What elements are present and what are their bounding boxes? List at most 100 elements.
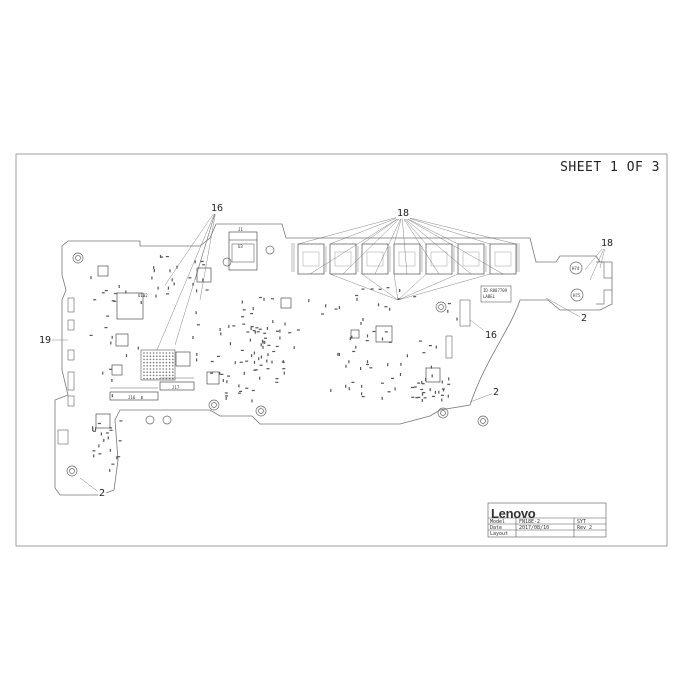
smd-part: [366, 363, 369, 366]
smd-part: [245, 387, 249, 389]
smd-part: [240, 349, 244, 351]
smd-part: [107, 436, 109, 440]
smd-part: [387, 363, 389, 367]
bga-ball: [146, 352, 148, 354]
smd-part: [246, 331, 250, 333]
smd-part: [296, 329, 300, 331]
smd-part: [194, 260, 196, 264]
bga-ball: [168, 358, 171, 361]
smd-part: [281, 361, 285, 363]
bga-ball: [146, 355, 148, 358]
bga-ball: [143, 377, 145, 380]
smd-part: [165, 256, 169, 258]
bga-ball: [143, 374, 145, 377]
bga-ball: [168, 361, 171, 364]
connector-j16: [109, 391, 159, 401]
callout-19-left: 19: [38, 335, 53, 346]
connector-j17: [159, 381, 195, 391]
bga-ball: [156, 365, 158, 367]
title-block-model-extra: SYT: [577, 519, 587, 525]
ic-chip: [375, 325, 393, 343]
bga-ball: [149, 355, 152, 358]
smd-part: [279, 336, 281, 340]
smd-part: [266, 359, 268, 363]
right-connector-notch-2: [596, 289, 612, 305]
smd-part: [264, 337, 267, 339]
smd-part: [119, 420, 123, 422]
smd-part: [386, 287, 390, 289]
smd-part: [111, 463, 115, 465]
mounting-hole: [69, 468, 75, 474]
smd-part: [188, 277, 192, 279]
bga-ball: [149, 365, 152, 367]
bga-ball: [168, 368, 171, 370]
mounting-hole: [222, 257, 232, 267]
title-block-date-key: Date: [490, 525, 503, 531]
component-u3: U3: [238, 244, 243, 249]
smd-part: [125, 354, 128, 358]
smd-part: [251, 354, 253, 358]
smd-part: [370, 288, 374, 290]
smd-part: [105, 432, 109, 434]
smd-part: [431, 374, 433, 378]
smd-part: [239, 361, 243, 363]
smd-part: [92, 426, 94, 430]
smd-part: [263, 332, 267, 334]
smd-part: [255, 327, 259, 329]
smd-part: [125, 290, 127, 294]
smd-part: [113, 300, 117, 302]
bga-ball: [152, 377, 155, 380]
bga-ball: [149, 361, 152, 364]
smd-part: [417, 396, 421, 398]
smd-part: [224, 392, 228, 394]
bga-ball: [172, 358, 174, 361]
bga-ball: [159, 374, 161, 377]
label-box-line1: ID R887709: [483, 288, 508, 293]
sim-socket: [228, 231, 258, 271]
component-j16: J16: [128, 395, 136, 400]
smd-part: [270, 298, 274, 300]
smd-part: [159, 255, 162, 258]
smd-part: [228, 324, 230, 328]
bga-ball: [152, 371, 155, 374]
smd-part: [380, 382, 384, 384]
smd-part: [140, 301, 142, 304]
title-block-date-value: 2017/08/10: [519, 525, 550, 531]
smd-part: [220, 373, 224, 375]
smd-part: [176, 265, 178, 269]
smd-part: [420, 388, 424, 391]
component-h75: H75: [573, 293, 581, 298]
component-h74: H74: [572, 266, 580, 271]
smd-part: [456, 317, 458, 321]
smd-part: [258, 296, 262, 299]
smd-part: [351, 335, 353, 339]
smd-part: [378, 288, 382, 290]
smd-part: [151, 276, 153, 280]
bga-ball: [152, 374, 155, 377]
smd-part: [279, 329, 281, 333]
smd-part: [116, 456, 118, 460]
callout-16-right: 16: [484, 330, 499, 341]
smd-part: [102, 371, 104, 375]
memory-chip: [361, 243, 389, 275]
bga-ball: [143, 358, 145, 361]
bga-ball: [159, 365, 161, 367]
smd-part: [249, 338, 251, 342]
title-block-date-extra: Rev 2: [577, 525, 593, 531]
smd-part: [389, 307, 391, 311]
smd-part: [360, 367, 362, 370]
smd-part: [109, 448, 111, 452]
smd-part: [400, 362, 402, 366]
callout-2-leaders: [46, 297, 583, 494]
smd-part: [153, 269, 155, 273]
smd-part: [440, 394, 444, 396]
bga-ball: [149, 358, 152, 361]
right-connector-notch: [596, 261, 612, 279]
smd-part: [263, 297, 265, 301]
smd-part: [251, 399, 253, 403]
smd-part: [418, 340, 422, 342]
smd-part: [226, 380, 228, 384]
ic-chip: [115, 333, 129, 347]
smd-part: [325, 304, 327, 308]
smd-part: [442, 388, 445, 392]
